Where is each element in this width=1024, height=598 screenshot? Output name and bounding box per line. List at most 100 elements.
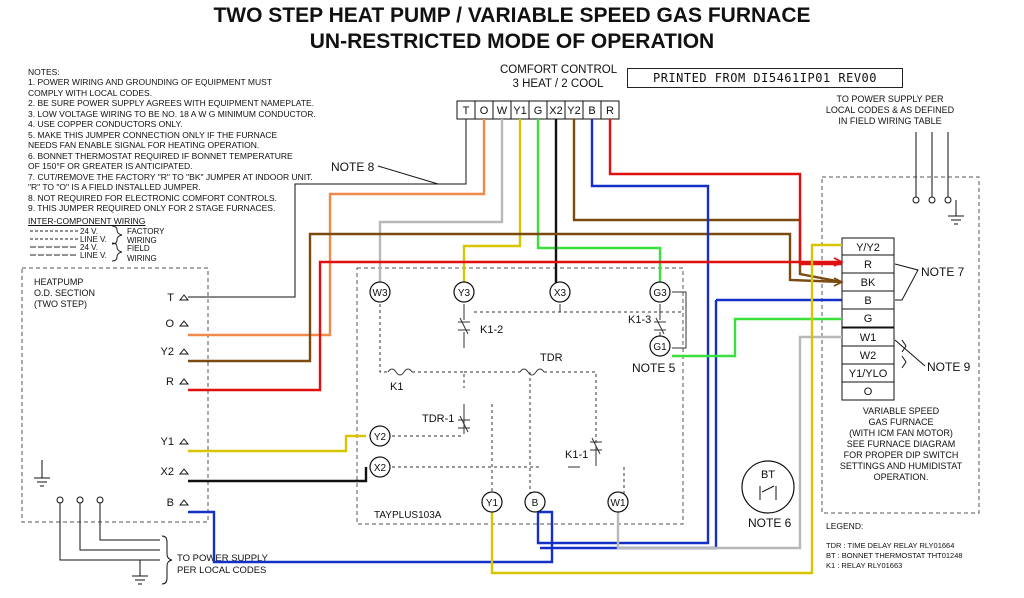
bonnet-thermostat-outline [741, 460, 795, 514]
furnace-terminal-r: R [864, 259, 872, 271]
bonnet-thermostat-label: BT [761, 469, 775, 481]
power-terminal-right [944, 196, 952, 204]
heatpump-terminal-y2: Y2 [161, 346, 174, 358]
g3-g1-jumper [672, 291, 687, 349]
furnace-terminal-bk: BK [861, 277, 876, 289]
notes-list: 1. POWER WIRING AND GROUNDING OF EQUIPME… [28, 77, 316, 214]
wire-gray-w [378, 119, 504, 284]
note-line: 2. BE SURE POWER SUPPLY AGREES WITH EQUI… [28, 98, 315, 108]
k1-3-contact [654, 317, 666, 335]
comfort-terminal-x2: X2 [549, 105, 562, 117]
legend-brace-factory [111, 225, 123, 245]
label-k1: K1 [390, 381, 403, 393]
power-lines-left [59, 503, 160, 561]
legend-header: LEGEND: [826, 521, 864, 531]
node-x2-label: X2 [374, 463, 387, 474]
legend-line: K1 : RELAY RLY01663 [826, 561, 903, 570]
comfort-terminal-b: B [588, 105, 595, 117]
node-w3 [369, 281, 391, 303]
heatpump-terminal-symbol [178, 468, 190, 475]
note-line: 5. MAKE THIS JUMPER CONNECTION ONLY IF T… [28, 129, 278, 140]
wire-gray-w1 [616, 335, 842, 550]
legend-brace-field [111, 242, 123, 262]
power-terminal-right [912, 196, 920, 204]
node-g3-label: G3 [653, 288, 667, 299]
note-line: "R" TO "O" IS A FIELD INSTALLED JUMPER. [28, 182, 201, 192]
node-g3 [649, 281, 671, 303]
diagram-title-line1: TWO STEP HEAT PUMP / VARIABLE SPEED GAS … [213, 4, 811, 27]
note7-leader [894, 263, 919, 301]
power-supply-right-1: TO POWER SUPPLY PER [836, 94, 944, 104]
furnace-terminal-b: B [864, 295, 871, 307]
legend-factory: FACTORY [127, 227, 165, 236]
heatpump-terminal-symbol [178, 348, 190, 355]
legend-factory-wiring: WIRING [127, 236, 157, 245]
node-y2 [369, 425, 391, 447]
arrow-red [833, 257, 844, 267]
furnace-outline [821, 176, 980, 514]
wire-orange-o [188, 119, 486, 337]
furnace-terminal-y1ylo: Y1/YLO [849, 368, 888, 380]
legend-volt-label: LINE V. [80, 235, 107, 244]
furnace-desc-line: FOR PROPER DIP SWITCH [843, 450, 959, 460]
node-x2 [369, 456, 391, 478]
k1-1-contact [590, 437, 602, 455]
heatpump-terminal-o: O [165, 318, 174, 330]
comfort-control-title: COMFORT CONTROL [500, 64, 618, 76]
wire-yellow-y1 [462, 119, 522, 284]
furnace-desc-line: SETTINGS AND HUMIDISTAT [839, 461, 963, 471]
furnace-desc-line: VARIABLE SPEED [862, 406, 940, 416]
note9-jumper [901, 339, 907, 369]
k1-coil-right [412, 371, 465, 388]
power-terminal-left [76, 496, 84, 504]
printed-from-box: PRINTED FROM DI5461IP01 REV00 [627, 68, 903, 88]
power-terminal-left [96, 496, 104, 504]
furnace-terminal-yy2: Y/Y2 [856, 242, 880, 254]
comfort-terminal-t: T [463, 105, 470, 117]
wire-yellow-hp-y1 [188, 434, 366, 453]
diagram-title-line2: UN-RESTRICTED MODE OF OPERATION [309, 30, 715, 53]
wire-green-g1 [672, 317, 842, 358]
comfort-terminal-w: W [497, 105, 508, 117]
power-supply-left-1: TO POWER SUPPLY [177, 553, 268, 564]
wiring-legend-header: INTER-COMPONENT WIRING [28, 216, 146, 226]
power-supply-right: TO POWER SUPPLY PER LOCAL CODES & AS DEF… [815, 94, 965, 127]
wire-red-r [608, 119, 842, 266]
note-line: 7. CUT/REMOVE THE FACTORY "R" TO "BK" JU… [28, 171, 313, 182]
power-supply-left-2: PER LOCAL CODES [177, 565, 267, 576]
notes-header: NOTES: [28, 67, 60, 77]
wire-blue-hp-b [188, 510, 554, 564]
furnace-terminal-box [841, 381, 895, 401]
callout-note6: NOTE 6 [748, 516, 792, 530]
comfort-control-subtitle: 3 HEAT / 2 COOL [512, 78, 604, 90]
heatpump-terminal-symbol [178, 378, 190, 385]
power-supply-right-2: LOCAL CODES & AS DEFINED [825, 105, 955, 115]
heatpump-terminal-r: R [166, 376, 174, 388]
power-supply-right-3: IN FIELD WIRING TABLE [838, 116, 942, 126]
furnace-terminal-o: O [864, 386, 873, 398]
tdr-right [544, 371, 597, 446]
legend-field: FIELD [127, 244, 150, 253]
furnace-terminal-w1: W1 [860, 332, 877, 344]
note-line: 8. NOT REQUIRED FOR ELECTRONIC COMFORT C… [28, 192, 277, 203]
node-y1-label: Y1 [486, 498, 499, 509]
tdr-coil [519, 368, 545, 376]
comfort-terminal-g: G [534, 105, 543, 117]
note9-leader [894, 339, 926, 367]
ground-right-icon [948, 200, 964, 225]
legend-volt-label: 24 V. [80, 227, 98, 236]
note-line: 1. POWER WIRING AND GROUNDING OF EQUIPME… [28, 77, 272, 87]
note-line: 4. USE COPPER CONDUCTORS ONLY. [28, 119, 183, 129]
wire-blue-furnace-down [540, 300, 718, 550]
heatpump-terminal-b: B [167, 497, 174, 509]
legend-volt-label: LINE V. [80, 251, 107, 260]
wire-blue-b [536, 119, 710, 545]
k1-coil-left [379, 304, 388, 373]
power-terminal-right [928, 196, 936, 204]
node-b [524, 491, 546, 513]
power-left-brace [161, 535, 173, 585]
heatpump-terminal-y1: Y1 [161, 436, 174, 448]
wire-brown-hp-y2 [188, 232, 843, 363]
